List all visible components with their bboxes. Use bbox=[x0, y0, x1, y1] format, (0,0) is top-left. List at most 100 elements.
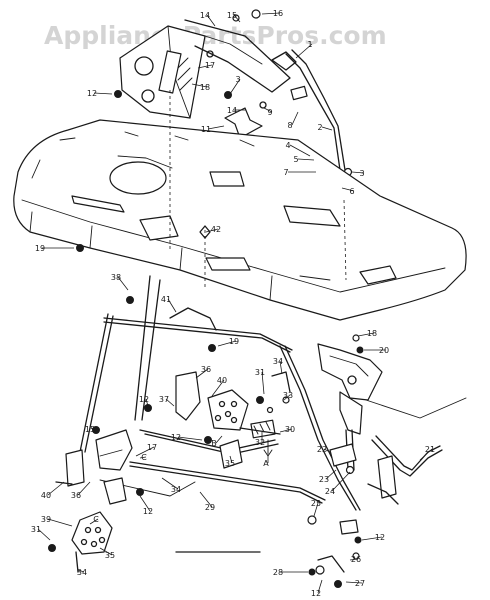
callout-leader-line bbox=[295, 43, 313, 59]
callout-leader-line bbox=[207, 125, 225, 130]
callout-label: 41 bbox=[161, 295, 171, 304]
callout-label: 31 bbox=[31, 525, 41, 534]
callout-leader-line bbox=[351, 171, 365, 174]
callout-label: 2 bbox=[317, 123, 322, 132]
callout-leader-line bbox=[357, 332, 375, 337]
callout-leader-line bbox=[279, 428, 293, 433]
callout-leader-line bbox=[313, 502, 319, 517]
callout-leader-line bbox=[161, 477, 179, 490]
center-pivot-assembly bbox=[175, 371, 281, 469]
callout-leader-line bbox=[211, 379, 225, 397]
callout-leader-line bbox=[261, 12, 281, 15]
callout-label: 22 bbox=[317, 445, 327, 454]
callout-leader-line bbox=[195, 368, 209, 379]
callout-label: 19 bbox=[229, 337, 239, 346]
callout-label: 14 bbox=[200, 11, 210, 20]
callout-label: 42 bbox=[211, 225, 221, 234]
callout-leader-line bbox=[325, 469, 337, 480]
callout-label: 38 bbox=[111, 273, 121, 282]
callout-label: A bbox=[263, 459, 269, 468]
callout-label: 37 bbox=[159, 395, 169, 404]
callout-label: 15 bbox=[227, 11, 237, 20]
callout-label: C bbox=[141, 453, 147, 462]
callout-label: 11 bbox=[201, 125, 211, 134]
callout-label: 34 bbox=[171, 485, 181, 494]
callout-leader-line bbox=[279, 360, 283, 375]
callout-leader-line bbox=[89, 518, 99, 525]
callout-leader-line bbox=[99, 547, 113, 556]
callout-leader-line bbox=[331, 471, 351, 492]
callout-label: 12 bbox=[139, 395, 149, 404]
callout-leader-line bbox=[167, 298, 177, 313]
callout-label: 1 bbox=[307, 40, 312, 49]
callout-label: 7 bbox=[283, 168, 288, 177]
callout-leader-line bbox=[361, 536, 383, 541]
callout-label: 17 bbox=[205, 61, 215, 70]
callout-label: 3 bbox=[359, 169, 364, 178]
callout-label: 39 bbox=[41, 515, 51, 524]
callout-label: 35 bbox=[105, 551, 115, 560]
callout-leader-line bbox=[419, 448, 433, 461]
callout-leader-line bbox=[261, 371, 265, 395]
callout-leader-line bbox=[345, 581, 363, 584]
callout-leader-line bbox=[215, 435, 223, 444]
callout-leader-line bbox=[349, 558, 359, 561]
callout-leader-line bbox=[77, 569, 85, 573]
callout-leader-line bbox=[165, 398, 175, 407]
callout-label: 3 bbox=[235, 75, 240, 84]
callout-leader-line bbox=[197, 64, 213, 69]
callout-label: 19 bbox=[35, 244, 45, 253]
callout-label: C bbox=[93, 515, 99, 524]
callout-label: 27 bbox=[355, 579, 365, 588]
callout-leader-line bbox=[77, 481, 91, 496]
callout-label: 33 bbox=[283, 391, 293, 400]
callout-label: 9 bbox=[267, 108, 272, 117]
hidden-lines bbox=[169, 90, 347, 290]
callout-label: 12 bbox=[311, 589, 321, 598]
callout-leader-line bbox=[263, 107, 273, 113]
callout-leader-line bbox=[206, 14, 216, 27]
callout-label: 40 bbox=[41, 491, 51, 500]
callout-leader-line bbox=[47, 518, 73, 527]
callout-label: 24 bbox=[325, 487, 335, 496]
callout-label: 6 bbox=[349, 187, 354, 196]
callout-leader-line bbox=[341, 187, 355, 192]
callout-leader-line bbox=[199, 491, 213, 508]
callout-label: 23 bbox=[319, 475, 329, 484]
callout-leader-line bbox=[283, 394, 291, 401]
watermark-text: AppliancePartsPros.com bbox=[44, 21, 387, 50]
dash-panel-bracket bbox=[114, 9, 308, 139]
callout-label: 28 bbox=[273, 568, 283, 577]
callout-label: 12 bbox=[143, 507, 153, 516]
callout-label: 17 bbox=[147, 443, 157, 452]
callout-label: 21 bbox=[425, 445, 435, 454]
callout-leader-line bbox=[91, 428, 99, 433]
callout-leader-line bbox=[289, 144, 311, 157]
callout-leader-line bbox=[93, 92, 113, 95]
callout-label: 4 bbox=[285, 141, 290, 150]
callout-leader-line bbox=[205, 228, 219, 233]
right-lever-21 bbox=[367, 435, 443, 505]
callout-leader-line bbox=[317, 579, 323, 594]
callout-label: 29 bbox=[205, 503, 215, 512]
callout-label: 18 bbox=[200, 83, 210, 92]
callout-leader-line bbox=[233, 14, 241, 23]
callout-label: 30 bbox=[285, 425, 295, 434]
callout-leader-line bbox=[135, 446, 155, 457]
callout-label: 5 bbox=[293, 155, 298, 164]
callout-label: 36 bbox=[71, 491, 81, 500]
callout-label: 8 bbox=[287, 121, 292, 130]
callout-label: 12 bbox=[87, 89, 97, 98]
callout-leader-line bbox=[323, 448, 331, 453]
callout-leader-line bbox=[177, 436, 203, 441]
callout-label: 16 bbox=[273, 9, 283, 18]
dashboard-panel bbox=[13, 119, 467, 321]
callout-label: 26 bbox=[351, 555, 361, 564]
right-pivot-bracket bbox=[317, 343, 467, 475]
callout-leader-line bbox=[37, 528, 51, 541]
callout-label: 35 bbox=[225, 459, 235, 468]
callout-label: 18 bbox=[367, 329, 377, 338]
callout-leader-line bbox=[321, 126, 333, 131]
